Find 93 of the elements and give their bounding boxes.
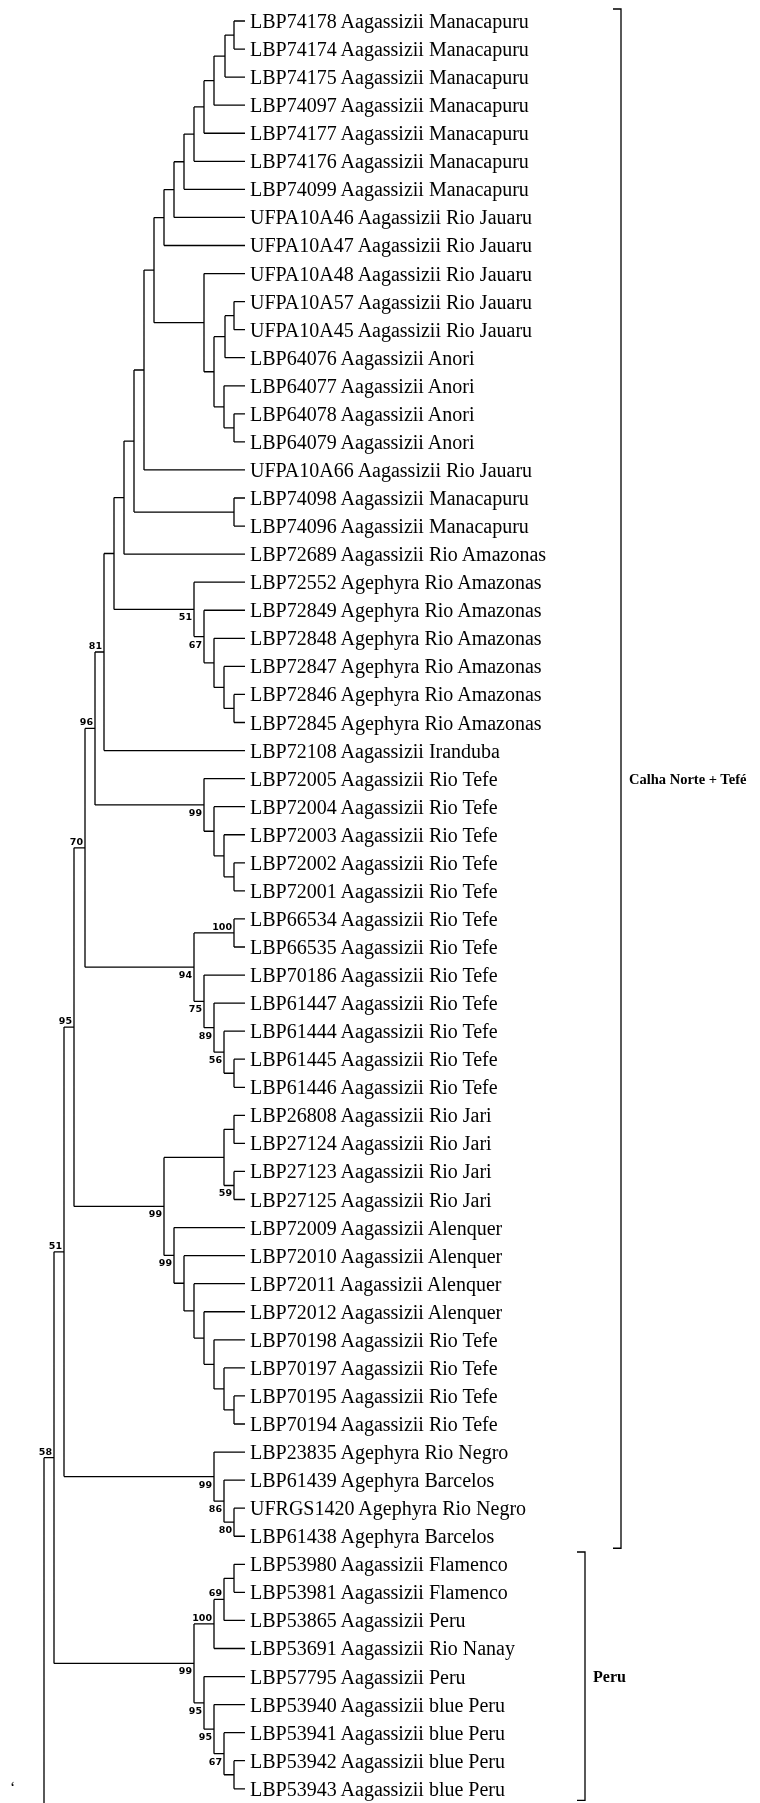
taxon-label: LBP70195 Aagassizii Rio Tefe bbox=[250, 1383, 498, 1410]
taxon-label: LBP70186 Aagassizii Rio Tefe bbox=[250, 963, 498, 989]
taxon-label: LBP72001 Aagassizii Rio Tefe bbox=[250, 878, 498, 905]
taxon-label: UFPA10A57 Aagassizii Rio Jauaru bbox=[250, 289, 533, 316]
taxon-label: LBP74177 Aagassizii Manacapuru bbox=[250, 121, 529, 147]
bootstrap-value: 59 bbox=[217, 1187, 232, 1199]
taxon-label: LBP72004 Aagassizii Rio Tefe bbox=[250, 794, 498, 821]
bootstrap-value: 99 bbox=[147, 1208, 162, 1220]
taxon-label: LBP72552 Agephyra Rio Amazonas bbox=[250, 570, 542, 596]
taxon-label: LBP26808 Aagassizii Rio Jari bbox=[250, 1103, 492, 1129]
taxon-label: UFPA10A48 Aagassizii Rio Jauaru bbox=[250, 261, 533, 288]
stray-mark: ‘ bbox=[10, 1778, 16, 1798]
bootstrap-value: 95 bbox=[57, 1015, 72, 1027]
taxon-label: LBP27125 Aagassizii Rio Jari bbox=[250, 1187, 492, 1214]
bootstrap-value: 70 bbox=[68, 835, 83, 847]
taxon-label: LBP66535 Aagassizii Rio Tefe bbox=[250, 934, 498, 961]
taxon-label: LBP64078 Aagassizii Anori bbox=[250, 401, 475, 428]
bootstrap-value: 99 bbox=[197, 1478, 212, 1490]
taxon-label: LBP61445 Aagassizii Rio Tefe bbox=[250, 1047, 498, 1073]
taxon-label: LBP74096 Aagassizii Manacapuru bbox=[250, 514, 529, 540]
bootstrap-value: 96 bbox=[78, 716, 93, 728]
bootstrap-value: 100 bbox=[211, 920, 232, 932]
bootstrap-value: 67 bbox=[187, 638, 202, 650]
taxon-label: LBP72847 Agephyra Rio Amazonas bbox=[250, 654, 542, 680]
bootstrap-value: 99 bbox=[177, 1665, 192, 1677]
taxon-label: LBP66534 Aagassizii Rio Tefe bbox=[250, 906, 498, 933]
taxon-label: LBP53940 Aagassizii blue Peru bbox=[250, 1692, 505, 1719]
bootstrap-value: 56 bbox=[207, 1054, 222, 1066]
taxon-label: LBP61438 Agephyra Barcelos bbox=[250, 1524, 495, 1550]
taxon-label: LBP72108 Aagassizii Iranduba bbox=[250, 738, 500, 765]
taxon-label: LBP72846 Agephyra Rio Amazonas bbox=[250, 682, 542, 708]
taxon-label: LBP72848 Agephyra Rio Amazonas bbox=[250, 626, 542, 652]
bootstrap-value: 95 bbox=[197, 1731, 212, 1743]
taxon-label: LBP64079 Aagassizii Anori bbox=[250, 429, 475, 456]
clade-label: Peru bbox=[593, 1666, 626, 1687]
taxon-label: LBP61439 Agephyra Barcelos bbox=[250, 1468, 495, 1494]
bootstrap-value: 81 bbox=[87, 640, 102, 651]
taxon-label: UFPA10A66 Aagassizii Rio Jauaru bbox=[250, 457, 533, 484]
bootstrap-value: 67 bbox=[207, 1755, 222, 1767]
taxon-label: UFRGS1420 Agephyra Rio Negro bbox=[250, 1496, 527, 1522]
taxon-label: UFPA10A46 Aagassizii Rio Jauaru bbox=[250, 205, 533, 231]
taxon-label: LBP53943 Aagassizii blue Peru bbox=[250, 1776, 505, 1803]
taxon-label: LBP57795 Aagassizii Peru bbox=[250, 1664, 466, 1691]
taxon-label: LBP61446 Aagassizii Rio Tefe bbox=[250, 1075, 498, 1101]
taxon-label: LBP72002 Aagassizii Rio Tefe bbox=[250, 850, 498, 877]
taxon-label: LBP64076 Aagassizii Anori bbox=[250, 345, 475, 372]
clade-label: Calha Norte + Tefé bbox=[629, 769, 747, 789]
bootstrap-value: 94 bbox=[177, 969, 192, 981]
taxon-label: LBP74178 Aagassizii Manacapuru bbox=[250, 9, 529, 35]
taxon-label: LBP72849 Agephyra Rio Amazonas bbox=[250, 598, 542, 624]
bootstrap-value: 58 bbox=[37, 1445, 52, 1457]
taxon-label: LBP53981 Aagassizii Flamenco bbox=[250, 1580, 508, 1606]
taxon-label: UFPA10A47 Aagassizii Rio Jauaru bbox=[250, 233, 533, 259]
bootstrap-value: 86 bbox=[207, 1503, 222, 1515]
taxon-label: LBP70198 Aagassizii Rio Tefe bbox=[250, 1327, 498, 1354]
bootstrap-value: 89 bbox=[197, 1029, 212, 1041]
taxon-label: LBP74176 Aagassizii Manacapuru bbox=[250, 149, 529, 175]
taxon-label: LBP72005 Aagassizii Rio Tefe bbox=[250, 766, 498, 793]
bootstrap-value: 75 bbox=[187, 1003, 202, 1015]
bootstrap-value: 69 bbox=[207, 1587, 222, 1599]
taxon-label: LBP72012 Aagassizii Alenquer bbox=[250, 1299, 503, 1326]
taxon-label: LBP72845 Agephyra Rio Amazonas bbox=[250, 710, 542, 737]
taxon-label: LBP70194 Aagassizii Rio Tefe bbox=[250, 1412, 498, 1438]
taxon-label: LBP53691 Aagassizii Rio Nanay bbox=[250, 1636, 515, 1662]
taxon-label: LBP74175 Aagassizii Manacapuru bbox=[250, 65, 529, 91]
bootstrap-value: 100 bbox=[191, 1611, 212, 1623]
taxon-label: LBP74099 Aagassizii Manacapuru bbox=[250, 177, 529, 203]
taxon-label: UFPA10A45 Aagassizii Rio Jauaru bbox=[250, 317, 533, 344]
bootstrap-value: 51 bbox=[177, 611, 192, 623]
bootstrap-value: 95 bbox=[187, 1704, 202, 1716]
taxon-label: LBP61447 Aagassizii Rio Tefe bbox=[250, 991, 498, 1017]
taxon-label: LBP53980 Aagassizii Flamenco bbox=[250, 1552, 508, 1578]
taxon-label: LBP72011 Aagassizii Alenquer bbox=[250, 1271, 502, 1298]
taxon-label: LBP70197 Aagassizii Rio Tefe bbox=[250, 1355, 498, 1382]
taxon-label: LBP72009 Aagassizii Alenquer bbox=[250, 1215, 503, 1242]
taxon-label: LBP74174 Aagassizii Manacapuru bbox=[250, 37, 529, 63]
taxon-label: LBP61444 Aagassizii Rio Tefe bbox=[250, 1019, 498, 1045]
bootstrap-value: 99 bbox=[187, 806, 202, 818]
taxon-label: LBP72003 Aagassizii Rio Tefe bbox=[250, 822, 498, 849]
bootstrap-value: 51 bbox=[47, 1239, 62, 1251]
taxon-label: LBP72010 Aagassizii Alenquer bbox=[250, 1243, 503, 1270]
taxon-label: LBP27124 Aagassizii Rio Jari bbox=[250, 1131, 492, 1157]
taxon-label: LBP53865 Aagassizii Peru bbox=[250, 1608, 466, 1634]
taxon-label: LBP53942 Aagassizii blue Peru bbox=[250, 1748, 505, 1775]
bootstrap-value: 99 bbox=[157, 1257, 172, 1269]
taxon-label: LBP23835 Agephyra Rio Negro bbox=[250, 1440, 509, 1466]
taxon-label: LBP27123 Aagassizii Rio Jari bbox=[250, 1159, 492, 1185]
taxon-label: LBP74097 Aagassizii Manacapuru bbox=[250, 93, 529, 119]
taxon-label: LBP53941 Aagassizii blue Peru bbox=[250, 1720, 505, 1747]
bootstrap-value: 80 bbox=[217, 1524, 232, 1536]
taxon-label: LBP74098 Aagassizii Manacapuru bbox=[250, 486, 529, 512]
taxon-label: LBP64077 Aagassizii Anori bbox=[250, 373, 475, 400]
taxon-label: LBP72689 Aagassizii Rio Amazonas bbox=[250, 542, 547, 568]
